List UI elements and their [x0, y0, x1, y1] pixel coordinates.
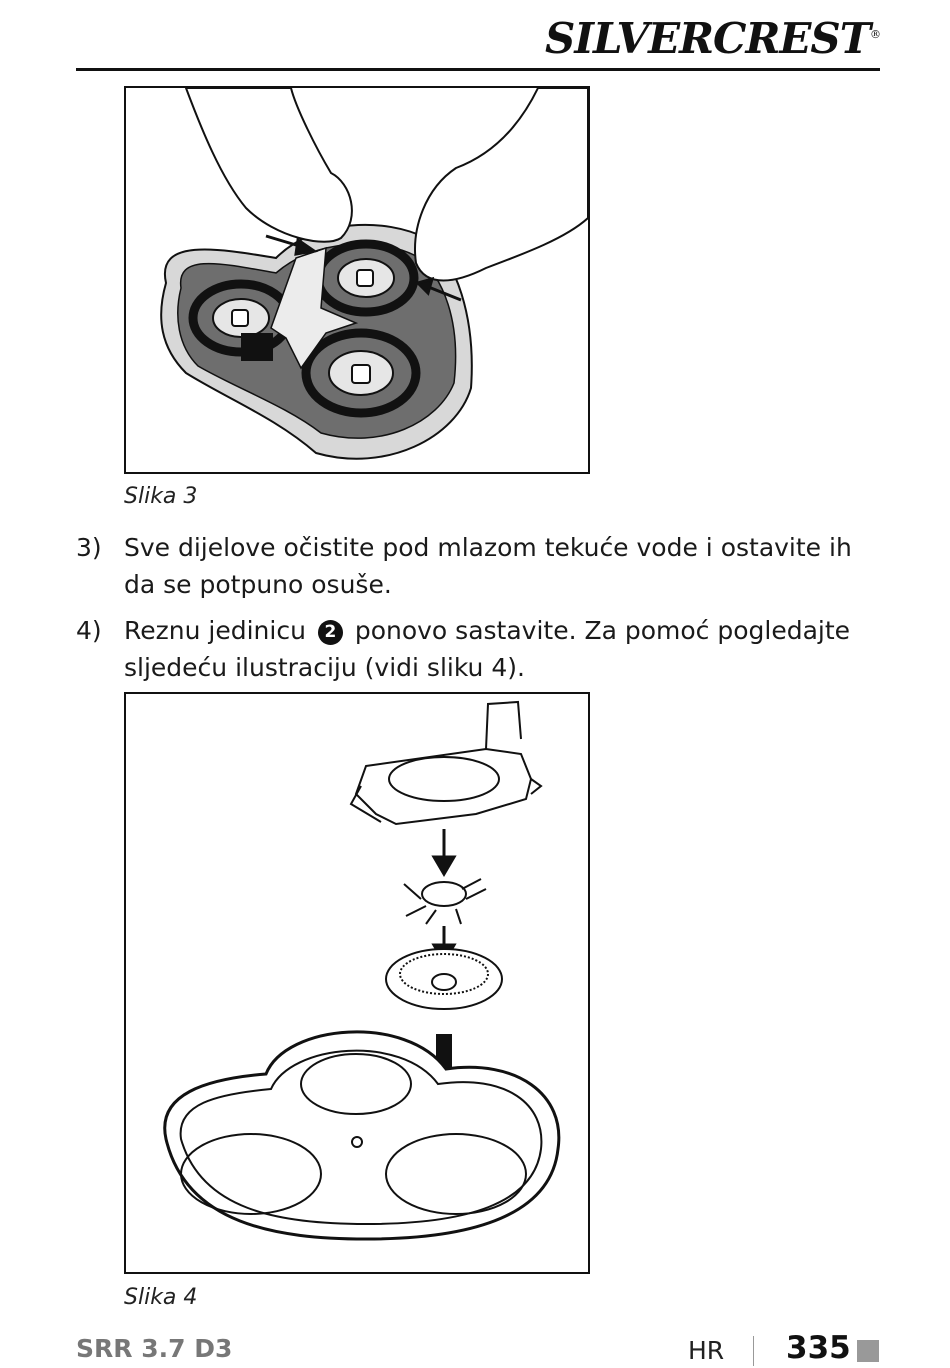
header-rule: [76, 68, 880, 71]
step-number: 3): [76, 533, 102, 562]
footer-model: SRR 3.7 D3: [76, 1334, 233, 1363]
figure-3-caption: Slika 3: [124, 484, 198, 509]
page-marker-square: [857, 1340, 879, 1362]
footer-language: HR: [688, 1336, 725, 1365]
shaver-head-cleaning-drawing: [160, 88, 588, 460]
brand-logo: SILVERCREST®: [545, 14, 881, 63]
cutter-assembly-drawing: [163, 700, 561, 1241]
step-number: 4): [76, 616, 102, 645]
figure-4-illustration: [124, 692, 590, 1274]
part-number-badge: 2: [317, 620, 343, 645]
figure-4-caption: Slika 4: [124, 1285, 198, 1310]
step-text: Sve dijelove očistite pod mlazom tekuće …: [124, 533, 852, 599]
page-number: 335: [786, 1330, 851, 1366]
step-text: Reznu jedinicu 2 ponovo sastavite. Za po…: [124, 616, 851, 682]
footer-separator: [753, 1336, 754, 1366]
figure-3-illustration: [124, 86, 590, 474]
